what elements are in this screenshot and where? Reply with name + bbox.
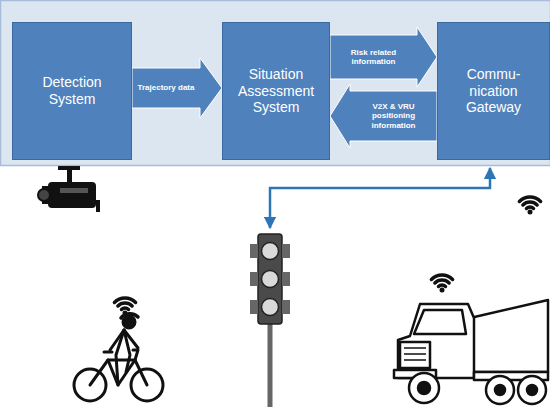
arrow-label: Trajectory data [132, 68, 200, 108]
signal-link [270, 168, 490, 228]
wifi-icon [519, 197, 540, 214]
traffic-light [250, 234, 290, 407]
cyclist-icon [74, 314, 163, 401]
process-box: Detection System [12, 22, 132, 160]
system-panel [1, 1, 550, 166]
box-label: Situation Assessment System [229, 66, 323, 116]
process-box: Situation Assessment System [222, 22, 330, 160]
wifi-icon [431, 275, 452, 292]
block-arrow [330, 27, 437, 87]
block-arrow [132, 58, 222, 118]
process-box: Commu- nication Gateway [437, 22, 550, 160]
arrow-label: Risk related information [330, 35, 417, 79]
camera-icon [38, 166, 100, 212]
arrow-label: V2X & VRU positioning information [350, 91, 437, 141]
box-label: Commu- nication Gateway [444, 66, 543, 116]
block-arrow [330, 84, 437, 148]
box-label: Detection System [19, 74, 125, 108]
truck-icon [394, 300, 548, 404]
